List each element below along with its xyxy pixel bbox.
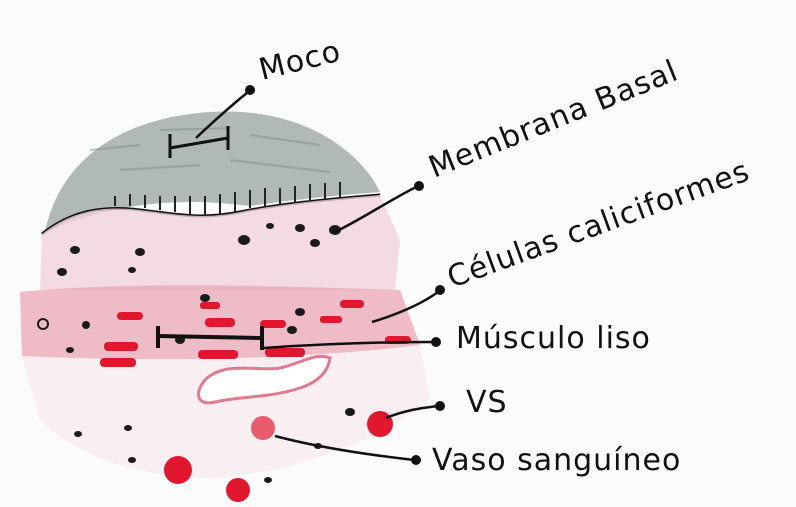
label-vs: VS xyxy=(466,385,508,420)
label-moco: Moco xyxy=(255,34,344,88)
label-vaso-sanguineo: Vaso sanguíneo xyxy=(432,443,681,478)
label-membrana-basal: Membrana Basal xyxy=(424,53,683,185)
label-celulas-caliciformes: Células caliciformes xyxy=(443,154,755,296)
label-musculo-liso: Músculo liso xyxy=(456,321,651,356)
submucosa-region xyxy=(22,345,430,478)
